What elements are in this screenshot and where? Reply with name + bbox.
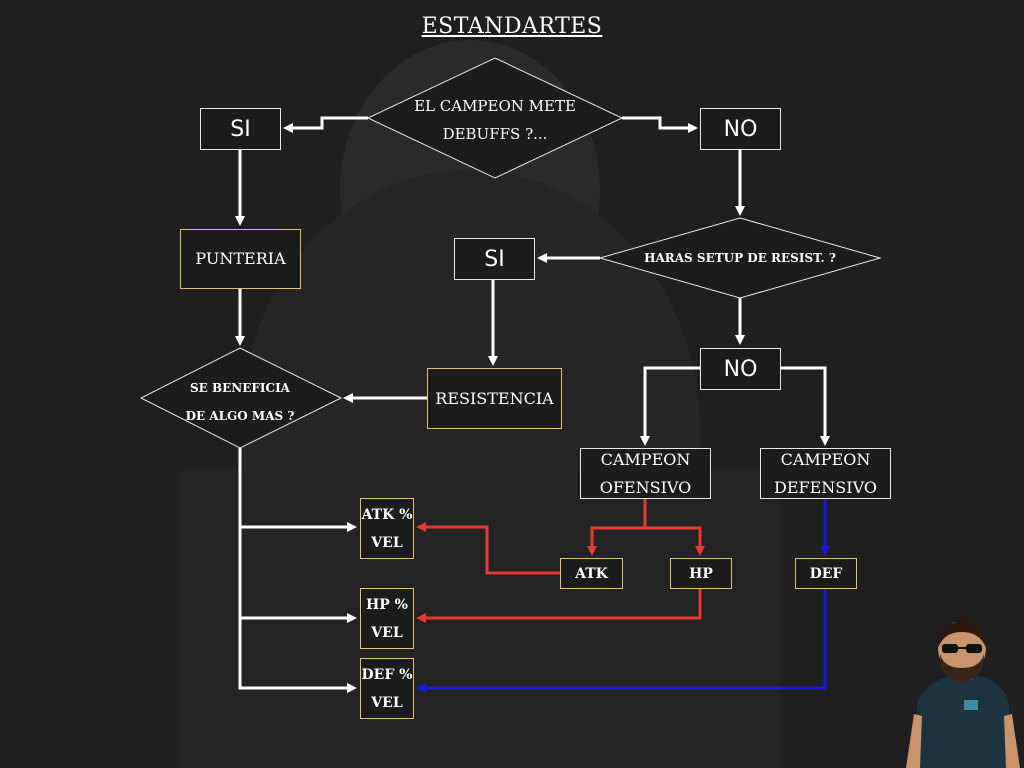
- box-campeon-ofensivo: CAMPEON OFENSIVO: [580, 448, 711, 499]
- defensivo-line1: CAMPEON: [780, 449, 871, 469]
- question-beneficia-line1: SE BENEFICIA: [189, 381, 290, 395]
- avatar-mascot-icon: [906, 618, 1020, 768]
- box-si-top: SI: [200, 108, 281, 150]
- box-no-top: NO: [700, 108, 781, 150]
- ofensivo-line1: CAMPEON: [600, 449, 691, 469]
- defensivo-line2: DEFENSIVO: [774, 477, 877, 497]
- hp-vel-line2: VEL: [371, 624, 403, 641]
- question-setup: HARAS SETUP DE RESIST. ?: [644, 251, 836, 265]
- box-def: DEF: [795, 558, 857, 589]
- diamond-debuffs: [366, 57, 624, 179]
- box-no-mid: NO: [700, 348, 781, 390]
- box-atk-vel: ATK % VEL: [360, 498, 414, 559]
- box-atk: ATK: [560, 558, 623, 589]
- question-beneficia-line2: DE ALGO MAS ?: [185, 409, 295, 423]
- box-hp-vel: HP % VEL: [360, 588, 414, 649]
- page-title: ESTANDARTES: [421, 14, 603, 39]
- box-si-mid: SI: [454, 238, 535, 280]
- def-vel-line1: DEF %: [361, 666, 413, 683]
- question-debuffs-line1: EL CAMPEON METE: [414, 97, 576, 115]
- def-vel-line2: VEL: [371, 694, 403, 711]
- box-def-vel: DEF % VEL: [360, 658, 414, 719]
- question-debuffs: EL CAMPEON METE DEBUFFS ?...: [395, 92, 595, 148]
- hp-vel-line1: HP %: [366, 596, 408, 613]
- atk-vel-line1: ATK %: [361, 506, 413, 523]
- atk-vel-line2: VEL: [371, 534, 403, 551]
- box-hp: HP: [670, 558, 732, 589]
- question-beneficia: SE BENEFICIA DE ALGO MAS ?: [160, 374, 320, 430]
- box-resistencia: RESISTENCIA: [427, 368, 562, 429]
- ofensivo-line2: OFENSIVO: [599, 477, 692, 497]
- question-debuffs-line2: DEBUFFS ?...: [442, 125, 548, 143]
- box-campeon-defensivo: CAMPEON DEFENSIVO: [760, 448, 891, 499]
- box-punteria: PUNTERIA: [180, 229, 301, 289]
